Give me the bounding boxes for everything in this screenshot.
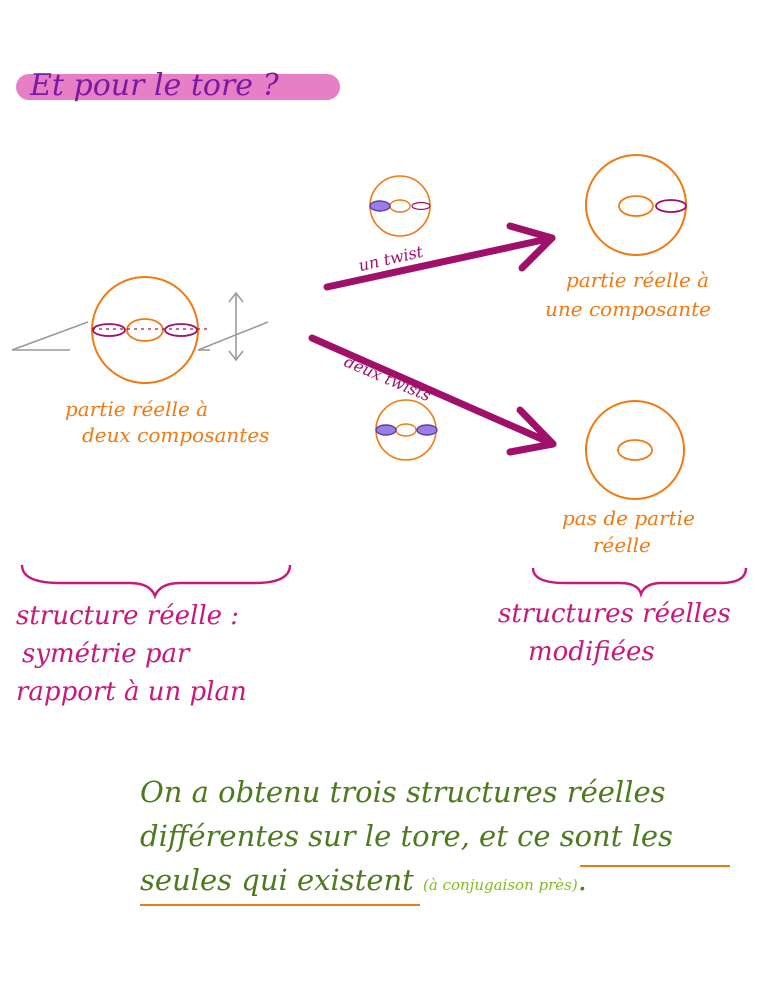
left-brace [20,564,292,600]
label-top-right-line2: une composante [545,297,711,321]
conclusion-part1: On a obtenu trois structures réelles dif… [140,775,666,853]
brace-left-line1: structure réelle : [16,601,240,631]
torus-one-component [585,154,687,256]
conclusion-text: On a obtenu trois structures réelles dif… [140,770,750,907]
torus-no-real-part [585,400,685,500]
brace-left-line3: rapport à un plan [16,677,247,707]
symmetry-plane [11,321,269,351]
label-bottom-right-line1: pas de partie [562,506,695,530]
brace-right-line2: modifiées [528,637,655,667]
brace-right-line1: structures réelles [498,599,731,629]
torus-two-components [91,276,208,384]
arrow-one-twist [323,222,556,291]
small-torus-one-twist [369,175,431,237]
label-top-right-line1: partie réelle à [566,268,710,292]
label-left-line1: partie réelle à [65,397,209,421]
conclusion-end: . [577,863,587,897]
conclusion-underlined: ce sont les seules qui existent [140,819,673,897]
page-title: Et pour le tore ? [30,68,279,103]
conclusion-note: (à conjugaison près) [423,876,578,894]
arrow-two-twists [308,334,557,456]
right-brace [531,567,748,598]
brace-left-line2: symétrie par [22,639,190,669]
label-left-line2: deux composantes [82,423,270,447]
title-highlight [16,74,340,100]
label-bottom-right-line2: réelle [593,533,651,557]
small-torus-two-twists [375,399,438,461]
double-arrow-icon [228,291,244,362]
